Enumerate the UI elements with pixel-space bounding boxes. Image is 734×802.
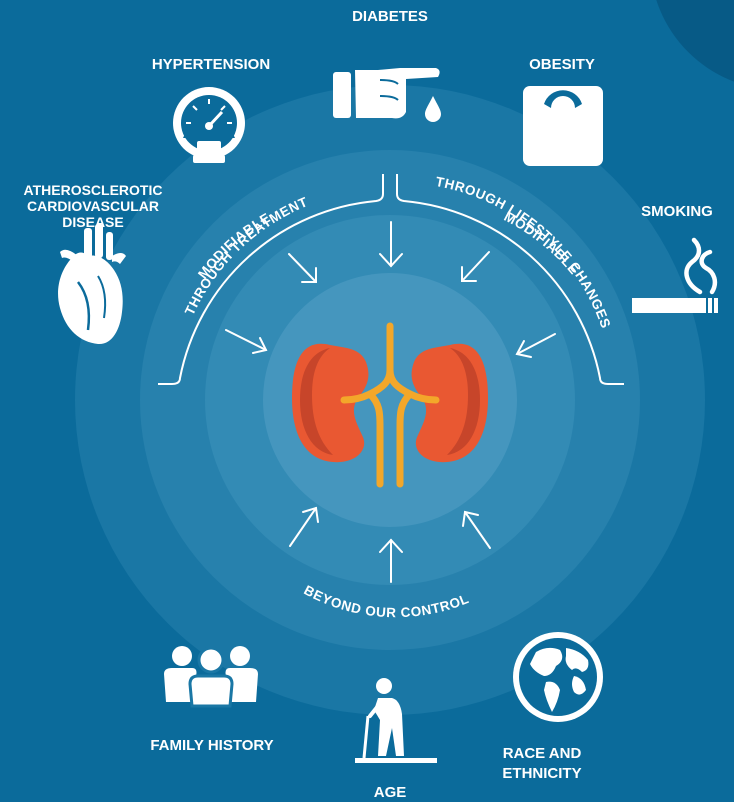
heart-icon [58, 224, 126, 344]
label-smoking: SMOKING [630, 204, 724, 220]
label-ascvd: ATHEROSCLEROTIC CARDIOVASCULAR DISEASE [10, 182, 176, 230]
label-race-ethnicity: RACE AND ETHNICITY [494, 744, 590, 784]
label-diabetes: DIABETES [335, 9, 445, 25]
family-icon [164, 646, 258, 706]
label-ascvd-line1: ATHEROSCLEROTIC [10, 182, 176, 198]
globe-icon [513, 632, 603, 722]
label-ascvd-line2: CARDIOVASCULAR [10, 198, 176, 214]
label-race-line1: RACE AND [494, 744, 590, 764]
label-race-line2: ETHNICITY [494, 764, 590, 784]
scale-icon [523, 86, 603, 166]
label-ascvd-line3: DISEASE [10, 214, 176, 230]
label-family-history: FAMILY HISTORY [136, 738, 288, 754]
label-obesity: OBESITY [514, 57, 610, 73]
label-age: AGE [360, 785, 420, 801]
corner-shape [650, 0, 734, 90]
label-hypertension: HYPERTENSION [141, 57, 281, 73]
